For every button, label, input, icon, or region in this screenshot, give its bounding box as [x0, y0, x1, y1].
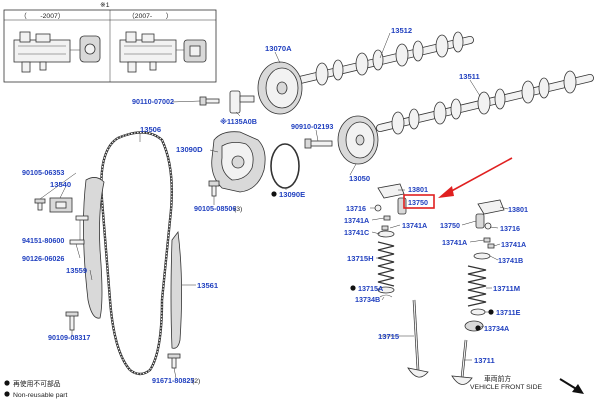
label-13716-right[interactable]: 13716: [500, 224, 520, 233]
bolt-90109-08317: [65, 311, 79, 331]
chain-slipper-13559: [83, 177, 105, 319]
valve-train-right: [451, 199, 505, 385]
label-1135A0B[interactable]: ※1135A0B: [220, 117, 257, 126]
label-13711E[interactable]: 13711E: [496, 308, 521, 317]
highlight-arrow-head-icon: [438, 186, 454, 198]
label-94151-80600[interactable]: 94151-80600: [22, 236, 64, 245]
label-13090D[interactable]: 13090D: [176, 145, 203, 154]
timing-chain-13506: [100, 131, 173, 376]
inset-right-label: （2007- ）: [128, 12, 173, 20]
bolt-91671-80825: [167, 353, 181, 369]
inset-box: ※1 （ -2007） （2007- ）: [3, 2, 217, 83]
label-13512[interactable]: 13512: [391, 26, 412, 35]
cam-timing-gear-13050: [337, 115, 379, 165]
oil-control-valve-1135A0B: [229, 90, 255, 114]
cam-timing-gear-13070A: [257, 61, 303, 115]
label-qty-2: (2): [192, 378, 200, 385]
legend: 再使用不可部品 Non-reusable part: [4, 379, 68, 399]
label-90910-02193[interactable]: 90910-02193: [291, 122, 333, 131]
inset-left-drawing: [13, 31, 101, 73]
label-13559[interactable]: 13559: [66, 266, 87, 275]
legend-jp: 再使用不可部品: [13, 379, 61, 388]
label-13090E[interactable]: 13090E: [279, 190, 305, 199]
label-13050[interactable]: 13050: [349, 174, 370, 183]
label-13741C[interactable]: 13741C: [344, 228, 369, 237]
label-13734B[interactable]: 13734B: [355, 295, 380, 304]
label-90126-06026[interactable]: 90126-06026: [22, 254, 64, 263]
label-qty-3: (3): [234, 206, 242, 213]
label-91671-80825[interactable]: 91671-80825: [152, 376, 194, 385]
label-13511[interactable]: 13511: [459, 72, 480, 81]
chain-damper-13561: [170, 230, 182, 349]
label-13715A[interactable]: 13715A: [358, 284, 383, 293]
label-13711[interactable]: 13711: [474, 356, 495, 365]
label-90109-08317[interactable]: 90109-08317: [48, 333, 90, 342]
part-labels: 13512 13070A 13511 90110-07002 13506 ※11…: [22, 26, 528, 385]
label-13711M[interactable]: 13711M: [493, 284, 520, 293]
label-13750-highlighted[interactable]: 13750: [408, 198, 428, 207]
label-13734A[interactable]: 13734A: [484, 324, 509, 333]
label-13715[interactable]: 13715: [378, 332, 400, 341]
stud-90126-06026: [69, 239, 85, 245]
bolt-90910-02193: [304, 138, 333, 149]
chain-tensioner-13540: [49, 197, 73, 213]
highlight-box-13750: [403, 194, 435, 209]
non-reusable-mark-icon: [475, 325, 481, 331]
direction-en: VEHICLE FRONT SIDE: [470, 384, 542, 391]
label-13741A-right-upper[interactable]: 13741A: [442, 238, 467, 247]
label-13540[interactable]: 13540: [50, 180, 71, 189]
label-90105-06353[interactable]: 90105-06353: [22, 168, 64, 177]
label-13741B[interactable]: 13741B: [498, 256, 523, 265]
direction-jp: 車両前方: [484, 374, 511, 383]
label-13561[interactable]: 13561: [197, 281, 219, 290]
label-13716-left[interactable]: 13716: [346, 204, 366, 213]
bolt-90110-07002: [199, 96, 220, 106]
label-13750-right[interactable]: 13750: [440, 221, 460, 230]
camshaft-13511: [376, 70, 594, 135]
non-reusable-mark-icon: [271, 191, 277, 197]
bolt-90105-06353: [34, 198, 46, 211]
label-13715H[interactable]: 13715H: [347, 254, 374, 263]
direction-indicator: 車両前方 VEHICLE FRONT SIDE: [470, 374, 584, 394]
pin-94151-80600: [75, 215, 89, 221]
label-13741A-right-lower[interactable]: 13741A: [501, 240, 526, 249]
highlight-arrow-shaft: [445, 157, 513, 195]
o-ring-13090E: [270, 143, 300, 189]
legend-en: Non-reusable part: [13, 392, 68, 399]
highlight-annotation: [403, 157, 513, 209]
inset-left-label: （ -2007）: [20, 12, 65, 20]
bolt-90105-08506: [208, 180, 220, 197]
non-reusable-mark-icon: [488, 309, 494, 315]
label-13741A-left-upper[interactable]: 13741A: [344, 216, 369, 225]
label-90105-08506[interactable]: 90105-08506: [194, 204, 236, 213]
label-13070A[interactable]: 13070A: [265, 44, 292, 53]
non-reusable-mark-icon: [350, 285, 356, 291]
inset-right-drawing: [119, 31, 207, 73]
timing-housing-13090D: [211, 131, 266, 193]
camshaft-13512: [296, 31, 474, 86]
valve-train-left: [374, 183, 429, 378]
inset-note: ※1: [100, 2, 110, 9]
label-90110-07002[interactable]: 90110-07002: [132, 97, 174, 106]
legend-bullet-icon: [4, 380, 10, 386]
label-13801-left[interactable]: 13801: [408, 185, 428, 194]
label-13741A-left-lower[interactable]: 13741A: [402, 221, 427, 230]
label-13506[interactable]: 13506: [140, 125, 161, 134]
legend-bullet-icon: [4, 391, 10, 397]
label-13801-right[interactable]: 13801: [508, 205, 528, 214]
direction-arrow-icon: [572, 384, 584, 394]
